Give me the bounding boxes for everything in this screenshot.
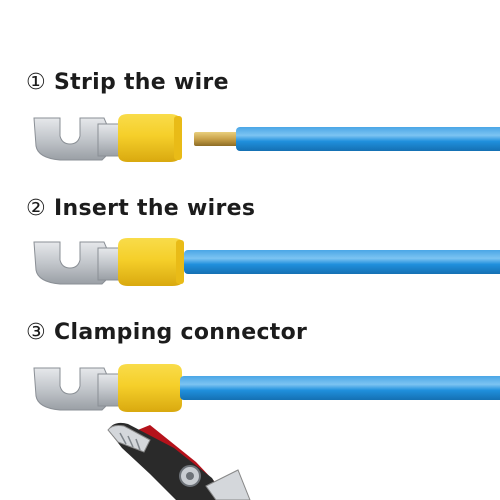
step-2-illustration — [33, 238, 500, 286]
copper-core — [194, 132, 238, 146]
yellow-sleeve — [118, 238, 184, 286]
yellow-sleeve — [118, 114, 182, 162]
pliers-icon — [107, 422, 251, 500]
step-2-number: ② — [26, 196, 47, 221]
step-3-title: ③ Clamping connector — [26, 320, 307, 345]
step-2-label: Insert the wires — [54, 196, 256, 221]
spade-terminal-icon — [33, 241, 125, 285]
step-3-label: Clamping connector — [54, 320, 308, 345]
step-1-illustration — [33, 114, 500, 162]
blue-wire — [180, 376, 500, 400]
step-1-title: ① Strip the wire — [26, 70, 229, 95]
step-1-label: Strip the wire — [54, 70, 229, 95]
spade-terminal-icon — [33, 367, 125, 411]
blue-wire — [236, 127, 500, 151]
spade-terminal-icon — [33, 117, 125, 161]
step-1-number: ① — [26, 70, 47, 95]
yellow-sleeve — [118, 364, 182, 412]
step-3-illustration — [33, 364, 500, 500]
blue-wire — [184, 250, 500, 274]
step-3-number: ③ — [26, 320, 47, 345]
step-2-title: ② Insert the wires — [26, 196, 255, 221]
